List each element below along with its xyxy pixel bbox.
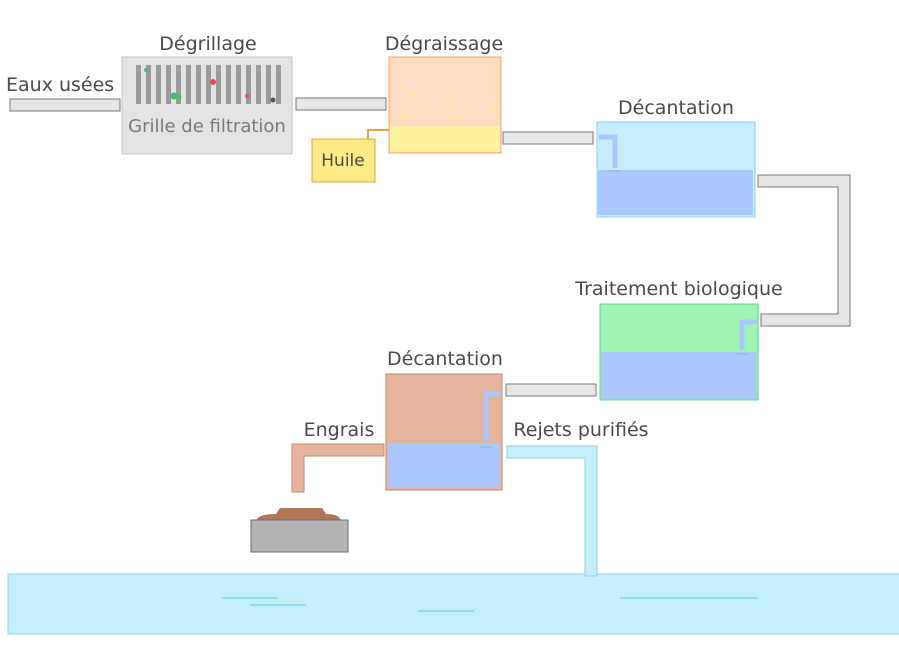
secondary-settling-inlet (483, 391, 500, 441)
pipe-settling-biological (757, 174, 851, 327)
debris (144, 68, 276, 103)
oil-label: Huile (321, 151, 365, 171)
biological-inlet (739, 319, 757, 350)
outlet-pipe (506, 445, 598, 577)
primary-settling-title: Décantation (618, 97, 734, 119)
filtration-grid (136, 65, 281, 104)
fertilizer-pile (256, 508, 341, 522)
inlet-label: Eaux usées (6, 74, 115, 96)
grease-bubbles (403, 83, 492, 120)
biological-title: Traitement biologique (575, 278, 783, 300)
grease-layer (390, 126, 500, 152)
oil-line (367, 129, 389, 141)
pipe-screening-degreasing (295, 97, 387, 111)
inlet-pipe (9, 98, 121, 112)
filtration-grid-label: Grille de filtration (128, 116, 286, 137)
river (7, 573, 899, 635)
degreasing-title: Dégraissage (384, 33, 504, 55)
pipe-biological-settling (505, 383, 597, 397)
river-ripples (222, 597, 758, 612)
oil-bucket (311, 138, 376, 183)
primary-settling-inlet (599, 134, 618, 168)
secondary-settling-title: Décantation (387, 348, 503, 370)
secondary-settling-water (388, 443, 500, 488)
screening-title: Dégrillage (159, 33, 257, 55)
sludge-pipe (291, 443, 385, 493)
fertilizer-base (250, 519, 349, 553)
sludge-label: Engrais (303, 419, 375, 441)
primary-settling-water (598, 170, 753, 215)
pipe-degreasing-settling (502, 131, 594, 145)
biological-water (601, 352, 757, 399)
outlet-label: Rejets purifiés (513, 419, 649, 441)
